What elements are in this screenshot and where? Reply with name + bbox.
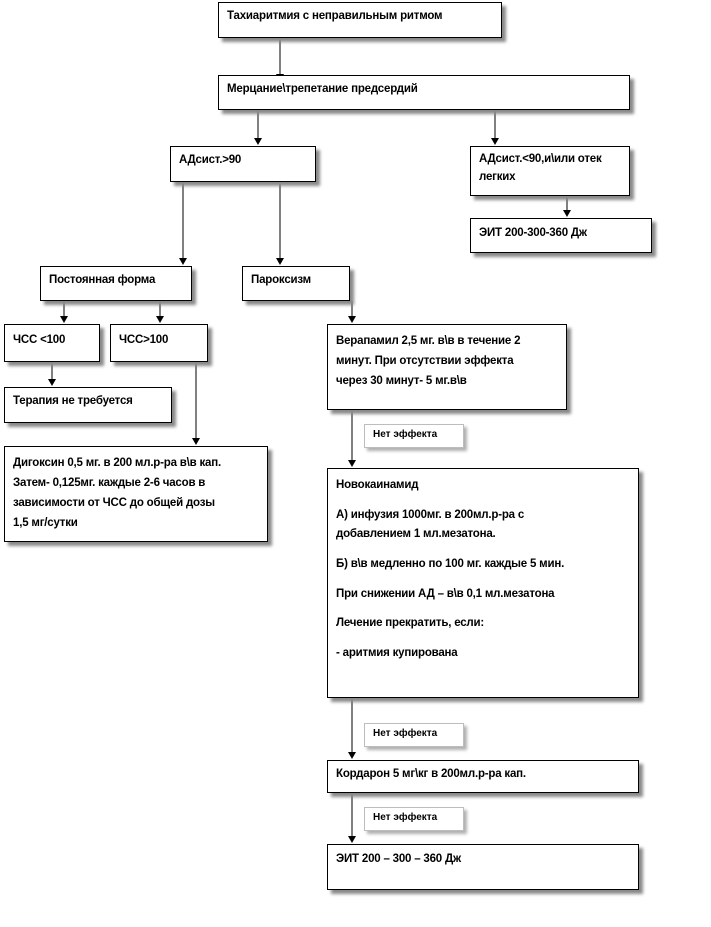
digoxin-line-1: Дигоксин 0,5 мг. в 200 мл.р-ра в\в кап.: [13, 457, 221, 469]
no-therapy-label: Терапия не требуется: [13, 395, 133, 407]
digoxin-line-4: 1,5 мг/сутки: [13, 517, 78, 530]
bp-low-box: АДсист.<90,и\или отек легких: [470, 146, 630, 196]
novocain-line-5: При снижении АД – в\в 0,1 мл.мезатона: [336, 587, 555, 600]
atrial-flutter-label: Мерцание\трепетание предсердий: [227, 83, 418, 95]
digoxin-line-3: зависимости от ЧСС до общей дозы: [13, 497, 215, 510]
no-therapy-box: Терапия не требуется: [4, 387, 172, 423]
no-effect-label-1: Нет эффекта: [373, 429, 438, 440]
eit-box-bottom: ЭИТ 200 – 300 – 360 Дж: [327, 844, 639, 890]
tachyarrhythmia-label: Тахиаритмия с неправильным ритмом: [227, 10, 443, 22]
novocain-line-1: Новокаинамид: [336, 479, 419, 491]
eit-box-top: ЭИТ 200-300-360 Дж: [470, 218, 652, 253]
hr-high-box: ЧСС>100: [110, 324, 208, 362]
novocain-line-4: Б) в\в медленно по 100 мг. каждые 5 мин.: [336, 558, 565, 571]
bp-high-box: АДсист.>90: [170, 146, 316, 182]
novocain-line-3: добавлением 1 мл.мезатона.: [336, 528, 496, 541]
bp-low-label: АДсист.<90,и\или отек легких: [479, 153, 602, 183]
atrial-flutter-box: Мерцание\трепетание предсердий: [218, 75, 630, 110]
novocain-line-6: Лечение прекратить, если:: [336, 617, 485, 630]
cordarone-box: Кордарон 5 мг\кг в 200мл.р-ра кап.: [327, 760, 639, 793]
digoxin-box: Дигоксин 0,5 мг. в 200 мл.р-ра в\в кап. …: [4, 446, 268, 542]
novocain-line-2: А) инфузия 1000мг. в 200мл.р-ра с: [336, 508, 525, 521]
verapamil-line-3: через 30 минут- 5 мг.в\в: [336, 375, 467, 388]
no-effect-note-3: Нет эффекта: [364, 807, 464, 831]
hr-low-label: ЧСС <100: [13, 334, 66, 346]
no-effect-label-2: Нет эффекта: [373, 728, 438, 739]
bp-high-label: АДсист.>90: [179, 154, 242, 166]
eit-top-label: ЭИТ 200-300-360 Дж: [479, 227, 587, 239]
paroxysm-label: Пароксизм: [251, 274, 311, 286]
eit-bottom-label: ЭИТ 200 – 300 – 360 Дж: [336, 853, 461, 865]
paroxysm-box: Пароксизм: [242, 266, 350, 301]
hr-high-label: ЧСС>100: [119, 334, 169, 346]
no-effect-note-1: Нет эффекта: [364, 424, 464, 448]
no-effect-label-3: Нет эффекта: [373, 812, 438, 823]
cordarone-label: Кордарон 5 мг\кг в 200мл.р-ра кап.: [336, 768, 526, 780]
verapamil-line-1: Верапамил 2,5 мг. в\в в течение 2: [336, 335, 521, 347]
hr-low-box: ЧСС <100: [4, 324, 100, 362]
verapamil-box: Верапамил 2,5 мг. в\в в течение 2 минут.…: [327, 324, 567, 410]
no-effect-note-2: Нет эффекта: [364, 723, 464, 747]
permanent-form-label: Постоянная форма: [49, 274, 156, 286]
verapamil-line-2: минут. При отсутствии эффекта: [336, 355, 514, 368]
tachyarrhythmia-box: Тахиаритмия с неправильным ритмом: [218, 2, 502, 38]
novocain-line-7: - аритмия купирована: [336, 647, 458, 660]
digoxin-line-2: Затем- 0,125мг. каждые 2-6 часов в: [13, 477, 206, 490]
novocainamide-box: Новокаинамид А) инфузия 1000мг. в 200мл.…: [327, 468, 639, 698]
permanent-form-box: Постоянная форма: [40, 266, 192, 301]
